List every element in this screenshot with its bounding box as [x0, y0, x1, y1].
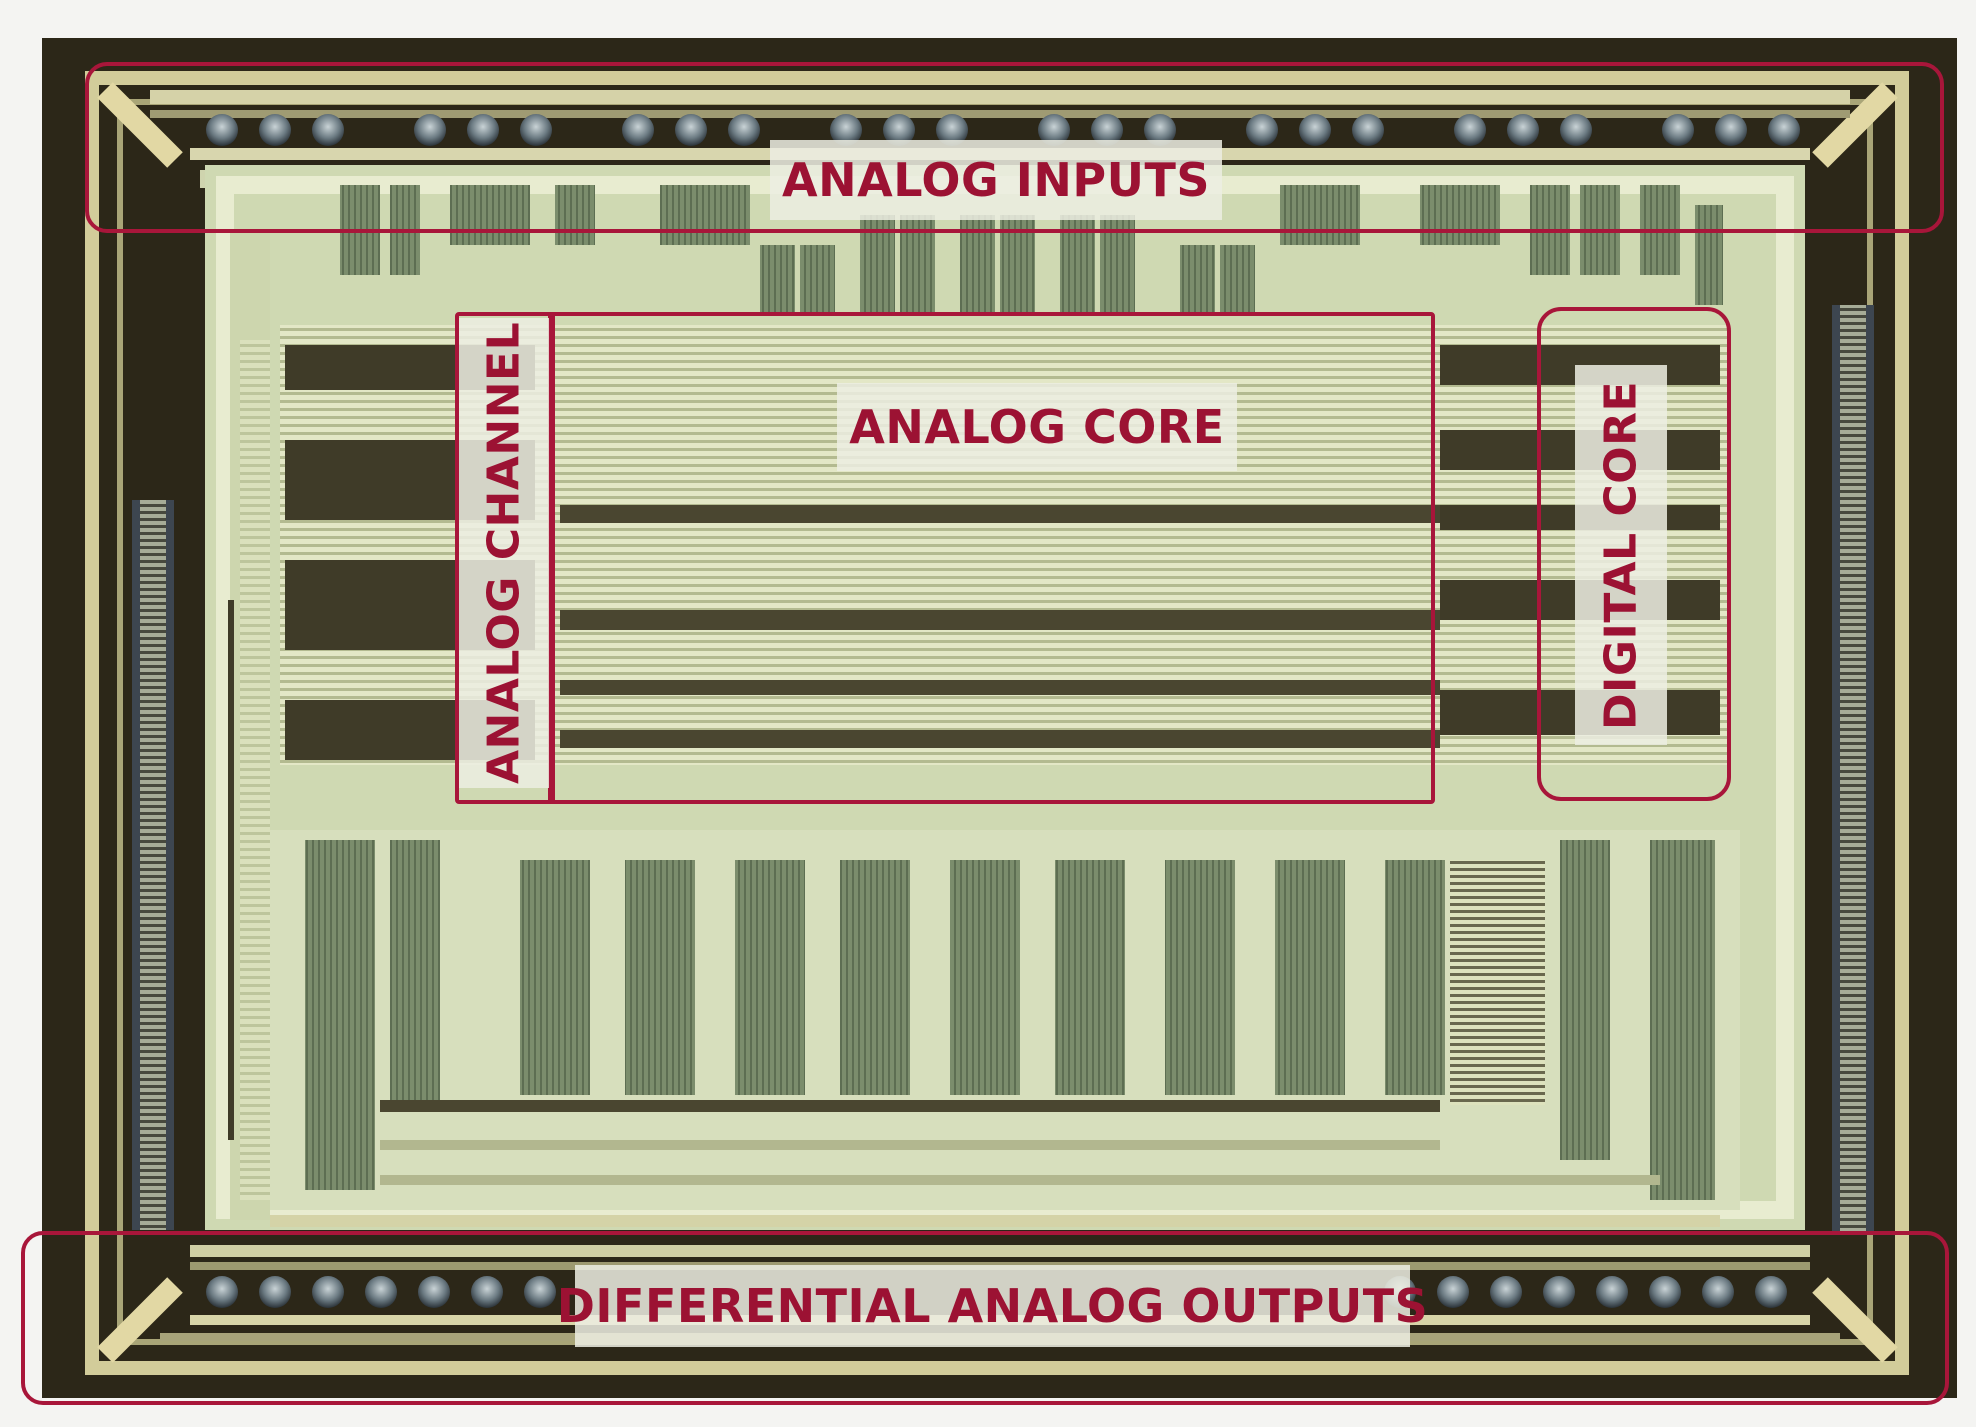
analog-channel-box: [455, 312, 555, 804]
left-pad-column: [132, 500, 174, 1230]
analog-inputs-label: ANALOG INPUTS: [770, 140, 1222, 220]
digital-core-box: [1537, 307, 1731, 801]
differential-analog-outputs-box: [21, 1231, 1949, 1405]
right-pad-column: [1832, 305, 1874, 1235]
analog-inputs-box: [85, 62, 1944, 233]
top-bond-pads: [206, 114, 1800, 146]
capacitor-array: [270, 830, 1740, 1210]
bottom-inner-rail: [270, 1215, 1720, 1227]
left-routing: [228, 230, 270, 1220]
analog-core-label: ANALOG CORE: [837, 383, 1237, 471]
analog-core-box: [548, 312, 1435, 804]
corner-bevels: [97, 82, 1898, 1363]
analog-channel-label: ANALOG CHANNEL: [459, 318, 549, 788]
digital-core-label: DIGITAL CORE: [1575, 365, 1667, 745]
input-transistor-row: [340, 185, 1723, 315]
differential-analog-outputs-label: DIFFERENTIAL ANALOG OUTPUTS: [557, 1265, 1428, 1347]
seal-ring: [85, 71, 1909, 1375]
